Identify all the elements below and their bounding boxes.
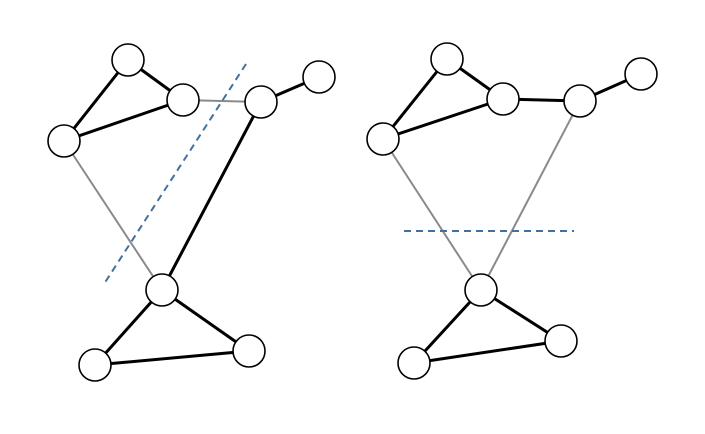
node-d [563, 84, 597, 118]
node-c [47, 124, 81, 158]
node-b [166, 83, 200, 117]
node-g [397, 346, 431, 380]
node-e [302, 60, 336, 94]
node-f [464, 273, 498, 307]
edge-a-c-bold [381, 57, 449, 141]
edge-c-f-thin [63, 140, 163, 291]
node-h [544, 324, 578, 358]
edge-b-c-bold [62, 98, 185, 143]
node-g [78, 348, 112, 382]
edge-d-f-thin [480, 100, 581, 291]
node-d [244, 85, 278, 119]
cut-line-diagonal [103, 63, 247, 285]
edge-b-c-bold [381, 97, 505, 141]
edge-g-h-bold [412, 339, 563, 365]
node-a [111, 43, 145, 77]
node-a [430, 42, 464, 76]
left-graph [47, 43, 336, 382]
edge-g-h-bold [93, 349, 251, 367]
edge-a-c-bold [62, 58, 130, 143]
edge-c-f-thin [382, 138, 482, 291]
edge-f-h-bold [160, 288, 251, 353]
node-c [366, 122, 400, 156]
node-b [486, 82, 520, 116]
right-graph [366, 42, 658, 380]
edge-d-f-bold [160, 100, 263, 292]
node-h [232, 334, 266, 368]
node-e [624, 57, 658, 91]
node-f [145, 273, 179, 307]
